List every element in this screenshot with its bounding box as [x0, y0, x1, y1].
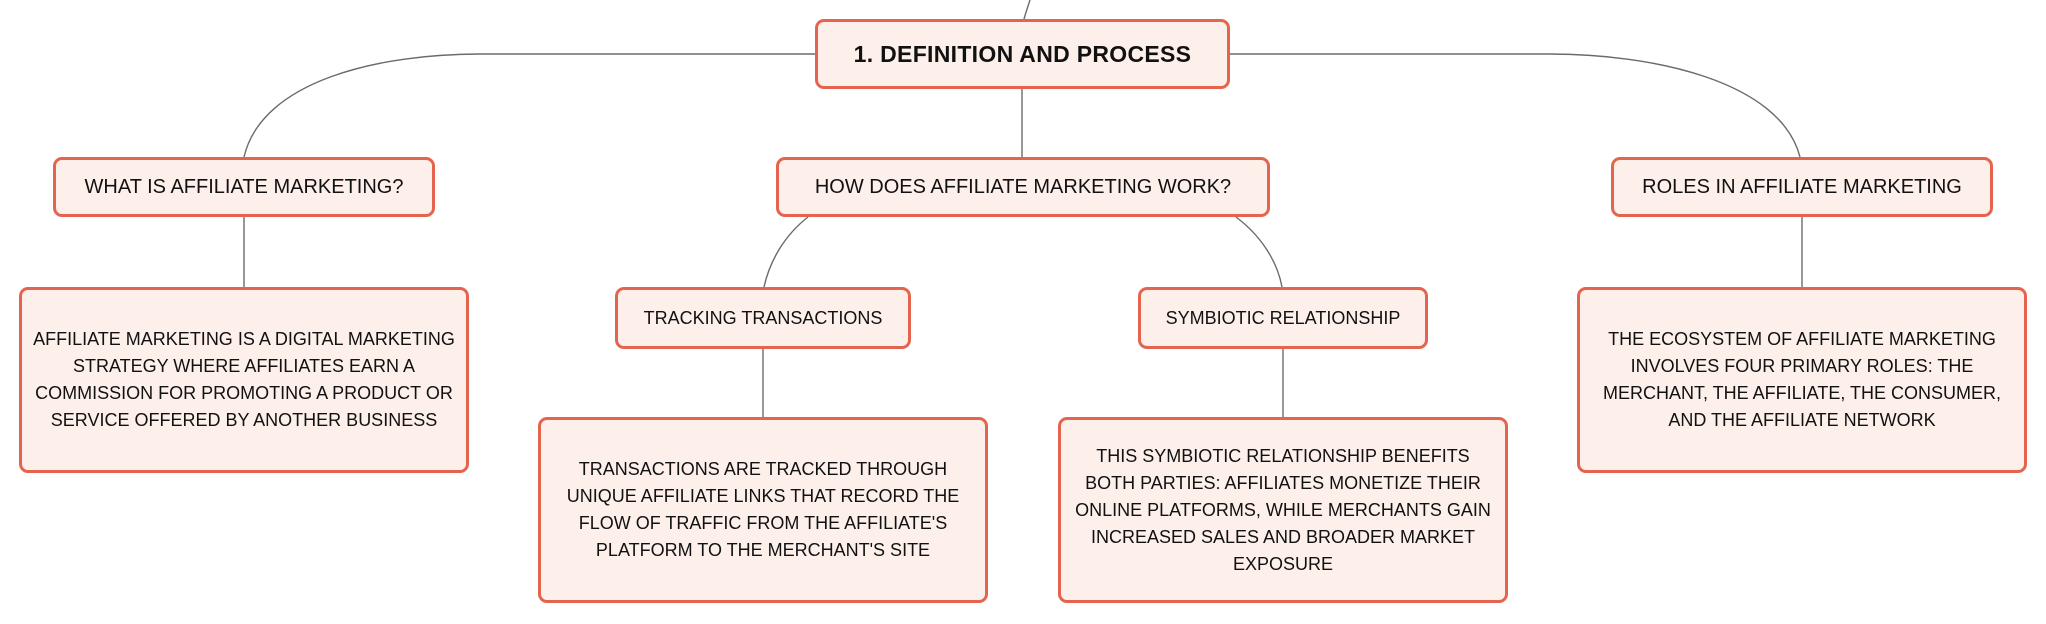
subtopic-symbiotic-relationship[interactable]: SYMBIOTIC RELATIONSHIP	[1138, 287, 1428, 349]
detail-tracking-transactions[interactable]: TRANSACTIONS ARE TRACKED THROUGH UNIQUE …	[538, 417, 988, 603]
root-topic-label: 1. DEFINITION AND PROCESS	[853, 40, 1192, 67]
topic-how-does-affiliate-marketing-work[interactable]: HOW DOES AFFILIATE MARKETING WORK?	[776, 157, 1270, 217]
root-topic-node[interactable]: 1. DEFINITION AND PROCESS	[815, 19, 1230, 89]
connector-how-tracking	[763, 216, 809, 288]
detail-text: TRANSACTIONS ARE TRACKED THROUGH UNIQUE …	[566, 459, 960, 560]
connector-to-parent	[1023, 0, 1031, 20]
detail-text: THIS SYMBIOTIC RELATIONSHIP BENEFITS BOT…	[1075, 445, 1491, 574]
detail-text: AFFILIATE MARKETING IS A DIGITAL MARKETI…	[33, 329, 455, 430]
topic-label: WHAT IS AFFILIATE MARKETING?	[84, 175, 404, 198]
connector-root-roles	[1230, 53, 1801, 158]
detail-text: THE ECOSYSTEM OF AFFILIATE MARKETING INV…	[1602, 329, 2002, 430]
subtopic-tracking-transactions[interactable]: TRACKING TRANSACTIONS	[615, 287, 911, 349]
subtopic-label: SYMBIOTIC RELATIONSHIP	[1165, 307, 1401, 328]
topic-what-is-affiliate-marketing[interactable]: WHAT IS AFFILIATE MARKETING?	[53, 157, 435, 217]
connector-root-what	[243, 53, 815, 158]
detail-roles-ecosystem[interactable]: THE ECOSYSTEM OF AFFILIATE MARKETING INV…	[1577, 287, 2027, 473]
subtopic-label: TRACKING TRANSACTIONS	[643, 307, 883, 328]
topic-label: HOW DOES AFFILIATE MARKETING WORK?	[814, 175, 1232, 198]
topic-roles-in-affiliate-marketing[interactable]: ROLES IN AFFILIATE MARKETING	[1611, 157, 1993, 217]
topic-label: ROLES IN AFFILIATE MARKETING	[1642, 175, 1962, 198]
detail-symbiotic-relationship[interactable]: THIS SYMBIOTIC RELATIONSHIP BENEFITS BOT…	[1058, 417, 1508, 603]
connector-how-symbiotic	[1235, 216, 1283, 288]
detail-affiliate-marketing-definition[interactable]: AFFILIATE MARKETING IS A DIGITAL MARKETI…	[19, 287, 469, 473]
